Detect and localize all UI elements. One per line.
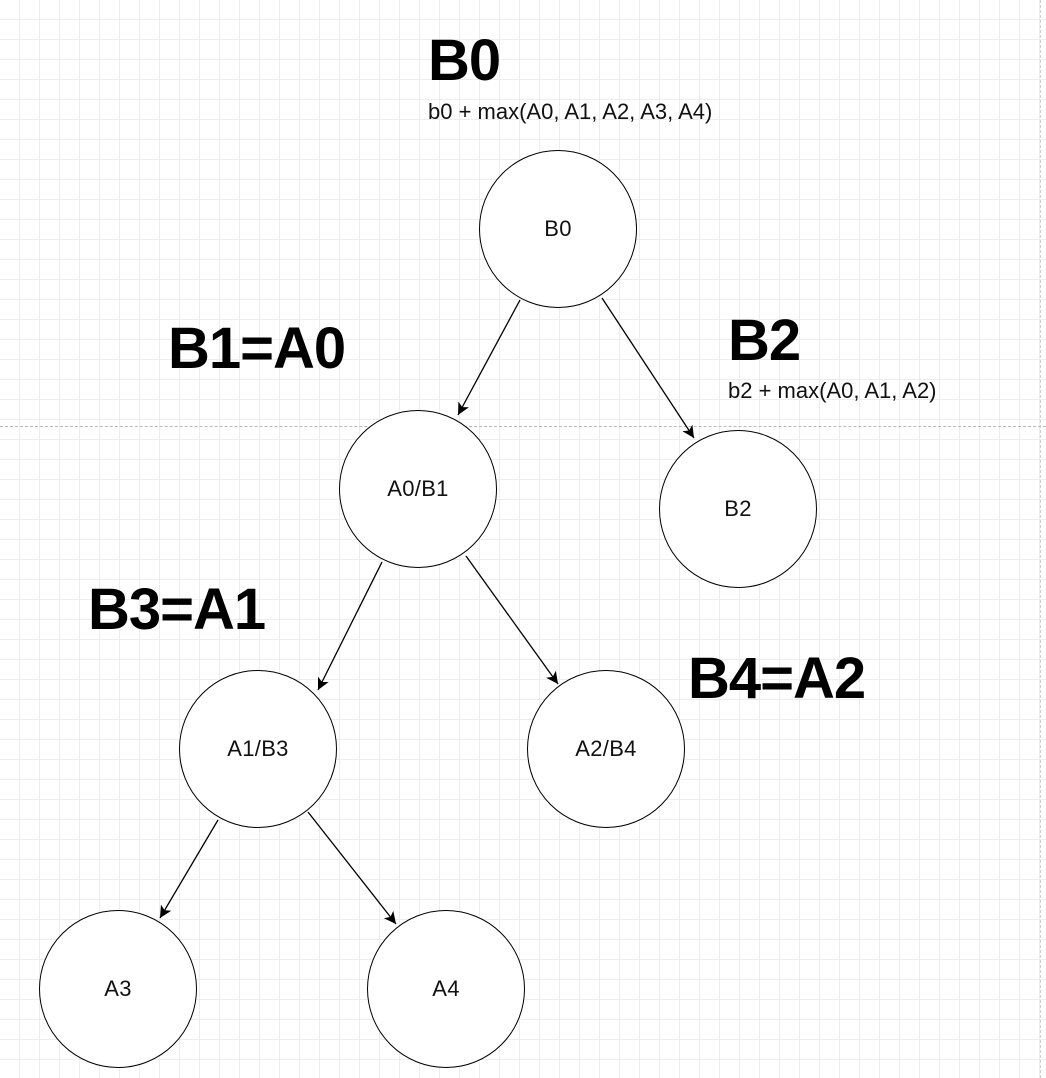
- node-a2-b4-label: A2/B4: [575, 736, 637, 761]
- node-a0-b1[interactable]: A0/B1: [339, 410, 497, 568]
- edge-b0-b2: [601, 297, 695, 439]
- b4-title: B4=A2: [688, 646, 866, 711]
- edge-a0b1-a2b4: [465, 555, 559, 685]
- b1-title: B1=A0: [168, 316, 346, 381]
- b3-title: B3=A1: [88, 577, 266, 642]
- page-break-line: [0, 426, 1046, 427]
- b0-formula: b0 + max(A0, A1, A2, A3, A4): [428, 99, 713, 124]
- b2-title: B2: [728, 308, 801, 373]
- node-a3-label: A3: [104, 976, 132, 1001]
- node-a1-b3-label: A1/B3: [227, 736, 289, 761]
- node-a3[interactable]: A3: [39, 910, 197, 1068]
- node-b0-label: B0: [544, 216, 572, 241]
- node-a4[interactable]: A4: [367, 910, 525, 1068]
- edge-a0b1-a1b3: [317, 561, 383, 691]
- node-b2-label: B2: [724, 496, 752, 521]
- page-edge-line: [1040, 0, 1041, 1078]
- edge-a1b3-a4: [307, 811, 397, 925]
- edge-a1b3-a3: [159, 819, 219, 919]
- node-a0-b1-label: A0/B1: [387, 476, 449, 501]
- b2-formula: b2 + max(A0, A1, A2): [728, 378, 937, 403]
- node-a4-label: A4: [432, 976, 460, 1001]
- edge-b0-a0b1: [457, 299, 521, 416]
- b0-title: B0: [428, 28, 501, 93]
- node-a1-b3[interactable]: A1/B3: [179, 670, 337, 828]
- node-b2[interactable]: B2: [659, 430, 817, 588]
- node-b0[interactable]: B0: [479, 150, 637, 308]
- node-a2-b4[interactable]: A2/B4: [527, 670, 685, 828]
